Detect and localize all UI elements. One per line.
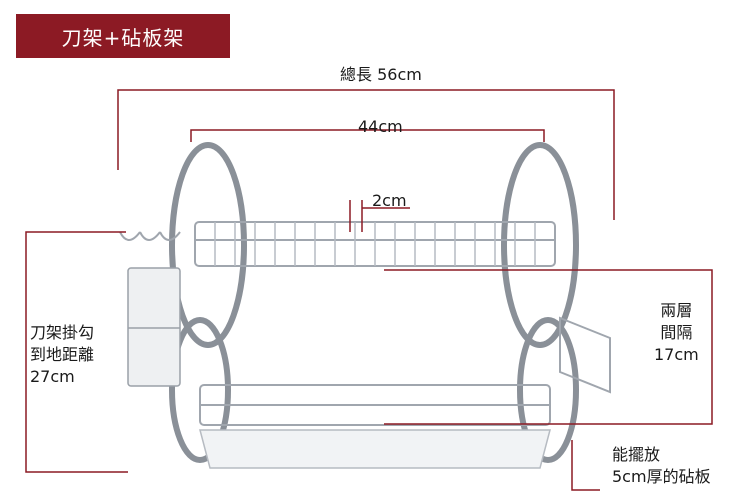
header-title: 刀架+砧板架	[61, 25, 185, 50]
hook-height-line-3: 27cm	[30, 367, 75, 386]
board-capacity-line-2: 5cm厚的砧板	[612, 467, 711, 486]
cutting-board-holder	[559, 316, 611, 394]
upper-basket-wires	[214, 222, 536, 266]
tier-gap-label: 兩層 間隔 17cm	[654, 300, 699, 366]
dimension-lines	[25, 89, 713, 491]
hook-height-line-1: 刀架掛勾	[30, 323, 95, 342]
board-capacity-label: 能擺放 5cm厚的砧板	[612, 444, 711, 488]
left-ring-frame	[169, 142, 247, 463]
total-length-label: 總長 56cm	[340, 65, 422, 84]
upper-basket	[194, 221, 556, 267]
lower-basket	[199, 384, 551, 426]
drip-tray	[199, 429, 551, 469]
tier-gap-line-2: 間隔	[660, 323, 693, 342]
header-banner: 刀架+砧板架	[16, 14, 230, 58]
utensil-holder	[127, 267, 181, 387]
inner-width-label: 44cm	[358, 117, 403, 136]
right-ring-frame	[501, 142, 579, 463]
board-capacity-line-1: 能擺放	[612, 445, 661, 464]
tier-gap-line-3: 17cm	[654, 345, 699, 364]
wire-spacing-label: 2cm	[372, 191, 407, 210]
knife-hooks	[119, 231, 181, 241]
tier-gap-line-1: 兩層	[660, 301, 693, 320]
hook-height-label: 刀架掛勾 到地距離 27cm	[30, 322, 94, 388]
hook-height-line-2: 到地距離	[30, 345, 95, 364]
